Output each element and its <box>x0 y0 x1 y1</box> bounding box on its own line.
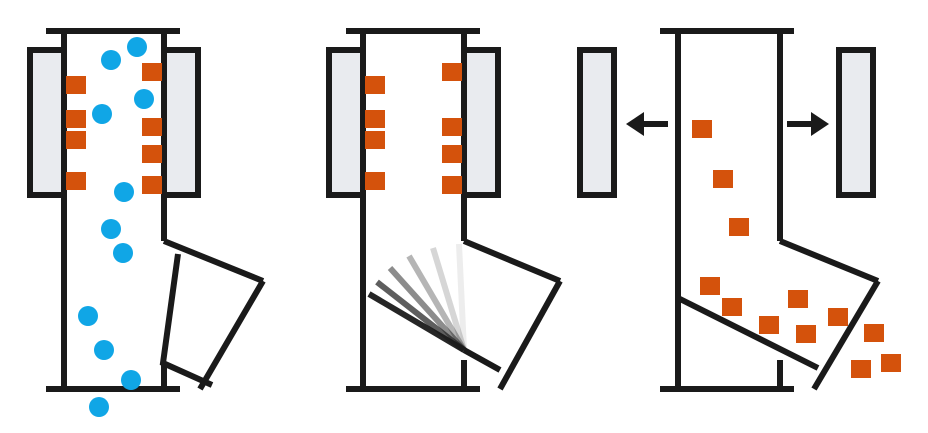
metal-particles-falling <box>692 120 901 378</box>
metal-particle <box>729 218 749 236</box>
metal-particle <box>881 354 901 372</box>
metal-particle <box>442 63 462 81</box>
metal-particle <box>828 308 848 326</box>
metal-particle <box>66 110 86 128</box>
material-particle <box>89 397 109 417</box>
metal-particle <box>66 76 86 94</box>
metal-particle <box>365 110 385 128</box>
material-particle <box>134 89 154 109</box>
arrow-left-icon <box>626 112 668 136</box>
tube <box>346 28 563 392</box>
metal-particle <box>142 118 162 136</box>
material-particle <box>101 219 121 239</box>
metal-particles <box>66 63 162 194</box>
metal-particle <box>722 298 742 316</box>
material-particle <box>114 182 134 202</box>
right-magnet <box>461 47 501 198</box>
tube <box>46 28 265 392</box>
metal-particle <box>713 170 733 188</box>
metal-particle <box>365 131 385 149</box>
diverter-flap <box>159 253 266 391</box>
material-particle <box>94 340 114 360</box>
metal-particle <box>442 176 462 194</box>
material-particle <box>101 50 121 70</box>
material-particle <box>78 306 98 326</box>
material-particle <box>92 104 112 124</box>
material-particle <box>113 243 133 263</box>
metal-particle <box>365 76 385 94</box>
panel-2 <box>326 28 563 392</box>
panel-3 <box>577 28 901 392</box>
metal-particle <box>851 360 871 378</box>
metal-particle <box>66 131 86 149</box>
left-magnet <box>27 47 67 198</box>
material-flow <box>78 37 154 417</box>
metal-particle <box>365 172 385 190</box>
metal-particles <box>365 63 462 194</box>
material-particle <box>121 370 141 390</box>
diverter-flap <box>367 291 466 353</box>
left-magnet <box>326 47 366 198</box>
tube <box>660 28 881 392</box>
metal-particle <box>864 324 884 342</box>
metal-particle <box>442 118 462 136</box>
metal-particle <box>442 145 462 163</box>
material-particle <box>127 37 147 57</box>
metal-particle <box>788 290 808 308</box>
metal-particle <box>142 145 162 163</box>
diverter-flap-motion <box>367 243 502 373</box>
arrow-right-icon <box>787 112 829 136</box>
right-magnet <box>161 47 201 198</box>
metal-particle <box>700 277 720 295</box>
left-magnet-retracted <box>577 47 617 198</box>
metal-particle <box>759 316 779 334</box>
metal-particle <box>66 172 86 190</box>
right-magnet-retracted <box>836 47 876 198</box>
diverter-flap <box>676 295 820 371</box>
metal-particle <box>142 63 162 81</box>
metal-particle <box>796 325 816 343</box>
panel-1 <box>27 28 266 417</box>
metal-particle <box>692 120 712 138</box>
metal-particle <box>142 176 162 194</box>
